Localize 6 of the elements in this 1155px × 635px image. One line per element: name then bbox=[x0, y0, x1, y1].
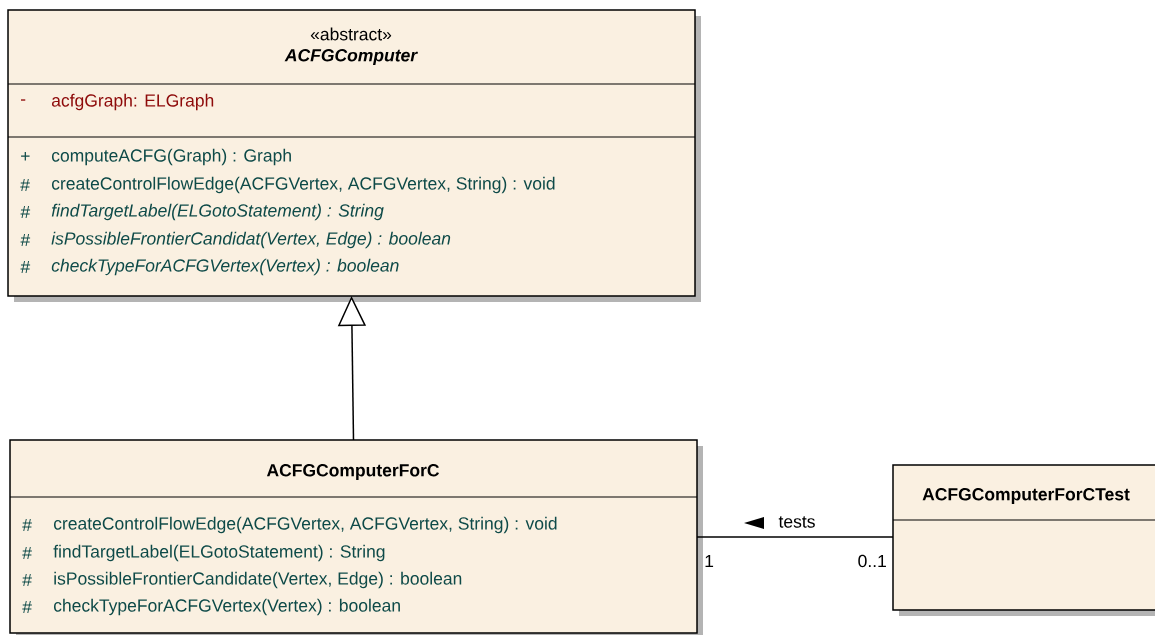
edge-label: tests bbox=[778, 516, 815, 528]
association-line bbox=[696, 536, 894, 538]
multiplicity-label: 0..1 bbox=[858, 554, 886, 568]
class-box: ACFGComputerForC # createControlFlowEdge(ACFGVertex, ACFGVertex, String) : void # findTargetLabel(ELGotoStatement) : String # isPossibleFrontierCandidate(Vertex, Edge) : boolean # checkTypeForACFGVertex(Vertex) : boolean bbox=[9, 439, 703, 635]
class-box: ACFGComputerForCTest bbox=[892, 464, 1155, 616]
class-box: «abstract» ACFGComputer - acfgGraph: ELGraph + computeACFG(Graph) : Graph # createControlFlowEdge(ACFGVertex, ACFGVertex, String) : void # findTargetLabel(ELGotoStatement) : String # isPossibleFrontierCandidat(Vertex, Edge) : boolean # checkTypeForACFGVertex(Vertex) : boolean bbox=[7, 9, 701, 302]
